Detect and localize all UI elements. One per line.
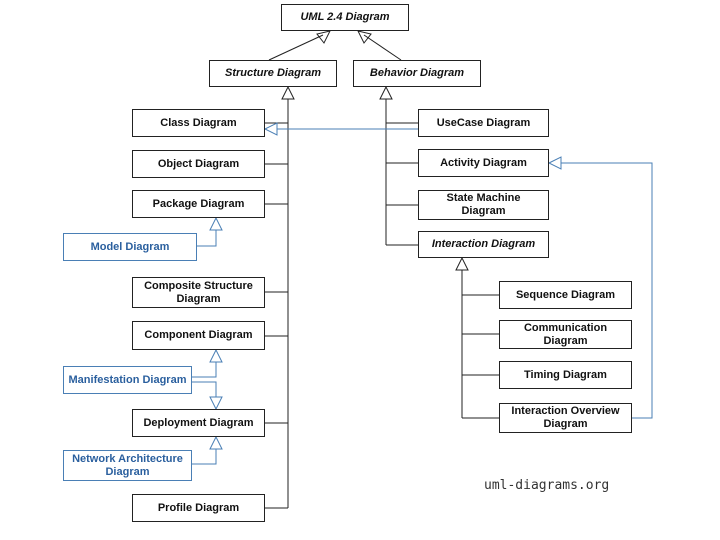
watermark-site: uml-diagrams.org <box>484 478 610 493</box>
node-profile-diagram: Profile Diagram <box>132 494 265 522</box>
node-timing-diagram: Timing Diagram <box>499 361 632 389</box>
connector-network-deployment <box>192 449 217 465</box>
connector-manifestation-component <box>192 362 217 378</box>
connector-structure-root <box>268 34 324 61</box>
node-structure-diagram: Structure Diagram <box>209 60 337 87</box>
node-package-diagram: Package Diagram <box>132 190 265 218</box>
node-usecase-diagram: UseCase Diagram <box>418 109 549 137</box>
arrowhead-behavior-root <box>357 30 372 44</box>
arrowhead-component-manifestation <box>209 348 223 363</box>
arrowhead-deployment-manifestation <box>209 396 223 411</box>
node-interaction-diagram: Interaction Diagram <box>418 231 549 258</box>
connector-behavior-root <box>363 34 402 61</box>
connector-model-package <box>197 230 217 247</box>
node-component-diagram: Component Diagram <box>132 321 265 350</box>
node-object-diagram: Object Diagram <box>132 150 265 178</box>
connector-manifestation-deployment <box>192 381 217 397</box>
node-sequence-diagram: Sequence Diagram <box>499 281 632 309</box>
arrowhead-structure-root <box>316 30 331 44</box>
arrowhead-structure-spine <box>281 85 295 100</box>
arrowhead-class-usecase <box>263 122 278 136</box>
arrowhead-behavior-spine <box>379 85 393 100</box>
arrowhead-deployment-network <box>209 435 223 450</box>
node-class-diagram: Class Diagram <box>132 109 265 137</box>
node-deployment-diagram: Deployment Diagram <box>132 409 265 437</box>
arrowhead-package-model <box>209 216 223 231</box>
node-model-diagram: Model Diagram <box>63 233 197 261</box>
connector-overview-activity <box>561 162 653 419</box>
arrowhead-activity <box>547 156 562 170</box>
arrowhead-interaction-spine <box>455 256 469 271</box>
node-behavior-diagram: Behavior Diagram <box>353 60 481 87</box>
node-manifestation-diagram: Manifestation Diagram <box>63 366 192 394</box>
node-activity-diagram: Activity Diagram <box>418 149 549 177</box>
node-uml-diagram: UML 2.4 Diagram <box>281 4 409 31</box>
